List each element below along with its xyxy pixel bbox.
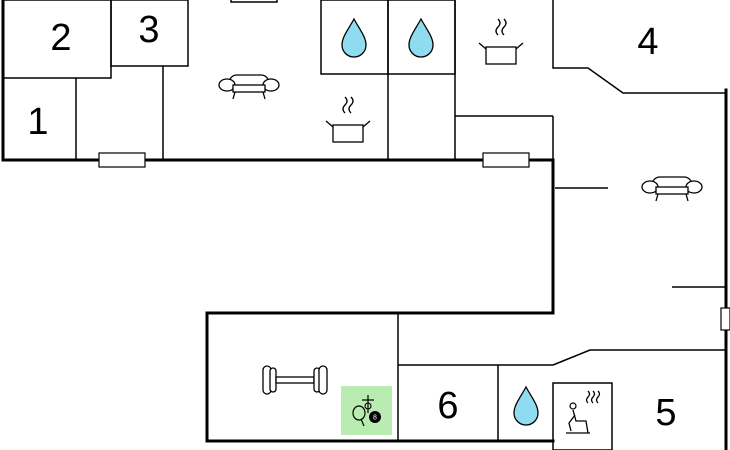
water-drop-icon (513, 386, 539, 426)
room-label-4: 4 (637, 21, 658, 63)
room-label-1: 1 (27, 101, 48, 143)
door-side (720, 307, 730, 331)
sofa-icon (641, 176, 703, 202)
room-label-6: 6 (437, 385, 458, 427)
door-right (482, 152, 530, 168)
sofa-icon (218, 74, 280, 100)
sauna-icon (566, 390, 601, 434)
water-drop-icon (341, 18, 367, 58)
svg-text:8: 8 (373, 415, 377, 422)
water-drop-icon (408, 18, 434, 58)
door-left (98, 152, 146, 168)
cooking-pot-icon (478, 18, 524, 65)
cooking-pot-icon (325, 96, 371, 143)
dumbbell-icon (262, 365, 328, 395)
table-tennis-billiard-icon: 8 (341, 386, 392, 435)
room-label-2: 2 (50, 17, 71, 59)
room-label-3: 3 (138, 9, 159, 51)
doors (98, 152, 730, 331)
room-labels: 1 2 3 4 5 6 (27, 9, 676, 434)
room-label-5: 5 (655, 392, 676, 434)
